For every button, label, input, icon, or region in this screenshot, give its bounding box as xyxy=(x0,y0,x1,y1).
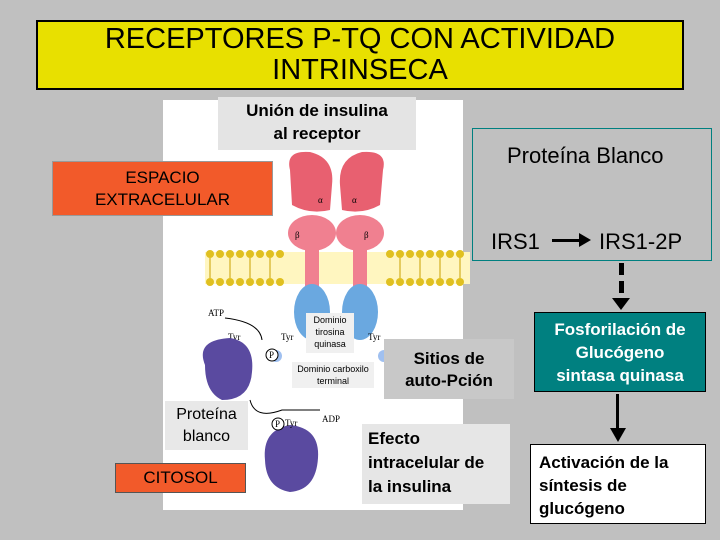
tyr-label-2: Tyr xyxy=(281,332,293,342)
dominio-t-line-3: quinasa xyxy=(314,339,346,349)
union-line-2: al receptor xyxy=(273,124,361,143)
fosfo-line-1: Fosforilación de xyxy=(554,320,686,339)
sitios-line-1: Sitios de xyxy=(413,349,485,368)
p-label-1: P xyxy=(269,350,274,360)
irs-arrow-shaft xyxy=(552,239,582,242)
irs12-label: IRS1-2P xyxy=(599,229,683,254)
beta-label: β xyxy=(295,230,300,240)
efecto-line-1: Efecto xyxy=(368,429,420,448)
cell-membrane xyxy=(205,250,470,286)
efecto-line-2: intracelular de xyxy=(368,453,485,472)
cytosol-target-protein-label: Proteína blanco xyxy=(165,401,248,450)
espacio-line-2: EXTRACELULAR xyxy=(94,190,231,209)
adp-arrow xyxy=(249,399,320,414)
beta-label-2: β xyxy=(364,230,369,240)
alpha-label: α xyxy=(318,195,323,205)
activ-line-1: Activación de la xyxy=(539,453,669,472)
fosfo-line-2: Glucógeno xyxy=(575,343,665,362)
phosphate-icon-2 xyxy=(271,417,285,431)
dominio-c-line-1: Dominio carboxilo xyxy=(297,364,369,374)
target-protein-box: Proteína Blanco IRS1 IRS1-2P xyxy=(472,128,712,261)
insulin-binding-label: Unión de insulina al receptor xyxy=(218,97,416,150)
dashed-arrow-segment xyxy=(619,281,624,293)
irs-arrow-head-icon xyxy=(579,233,591,247)
atp-label: ATP xyxy=(208,308,224,318)
phosphate-icon xyxy=(265,348,279,362)
espacio-line-1: ESPACIO xyxy=(125,168,200,187)
activ-line-3: glucógeno xyxy=(539,499,625,518)
fosfo-line-3: sintasa quinasa xyxy=(556,366,684,385)
activation-arrow-head-icon xyxy=(610,428,626,442)
autophosphorylation-sites-label: Sitios de auto-Pción xyxy=(384,339,514,399)
p-label-2: P xyxy=(275,419,280,429)
dashed-arrow-head-icon xyxy=(612,298,630,310)
extracellular-space-label: ESPACIO EXTRACELULAR xyxy=(52,161,273,216)
target-protein-label: Proteína Blanco xyxy=(507,143,664,168)
alpha-label-2: α xyxy=(352,195,357,205)
dominio-t-line-2: tirosina xyxy=(315,327,345,337)
sitios-line-2: auto-Pción xyxy=(405,371,493,390)
adp-label: ADP xyxy=(322,414,340,424)
tyr-label-4: Tyr xyxy=(285,418,297,428)
dominio-t-line-1: Dominio xyxy=(313,315,347,325)
carboxyl-domain-label: Dominio carboxilo terminal xyxy=(292,362,374,388)
irs1-label: IRS1 xyxy=(491,229,540,254)
activation-arrow-shaft xyxy=(616,394,619,432)
prot-blanco-line-1: Proteína xyxy=(176,406,237,423)
phosphorylation-box: Fosforilación de Glucógeno sintasa quina… xyxy=(534,312,706,392)
intracellular-effect-label: Efecto intracelular de la insulina xyxy=(362,424,510,504)
cytosol-label: CITOSOL xyxy=(115,463,246,493)
atp-arrow xyxy=(224,317,263,341)
target-protein-shape xyxy=(202,338,253,400)
page-title: RECEPTORES P-TQ CON ACTIVIDAD INTRINSECA xyxy=(36,20,684,90)
activ-line-2: síntesis de xyxy=(539,476,627,495)
union-line-1: Unión de insulina xyxy=(246,101,388,120)
title-line-1: RECEPTORES P-TQ CON ACTIVIDAD xyxy=(104,23,616,55)
prot-blanco-line-2: blanco xyxy=(182,428,231,445)
dominio-c-line-2: terminal xyxy=(316,376,349,386)
tyr-label-3: Tyr xyxy=(368,332,380,342)
efecto-line-3: la insulina xyxy=(368,477,452,496)
tyrosine-kinase-domain-label: Dominio tirosina quinasa xyxy=(306,313,354,353)
dashed-arrow-segment xyxy=(619,263,624,275)
tyr-label-1: Tyr xyxy=(228,332,240,342)
glycogen-activation-box: Activación de la síntesis de glucógeno xyxy=(530,444,706,524)
target-protein-shape-2 xyxy=(264,425,319,492)
title-line-2: INTRINSECA xyxy=(272,54,448,86)
